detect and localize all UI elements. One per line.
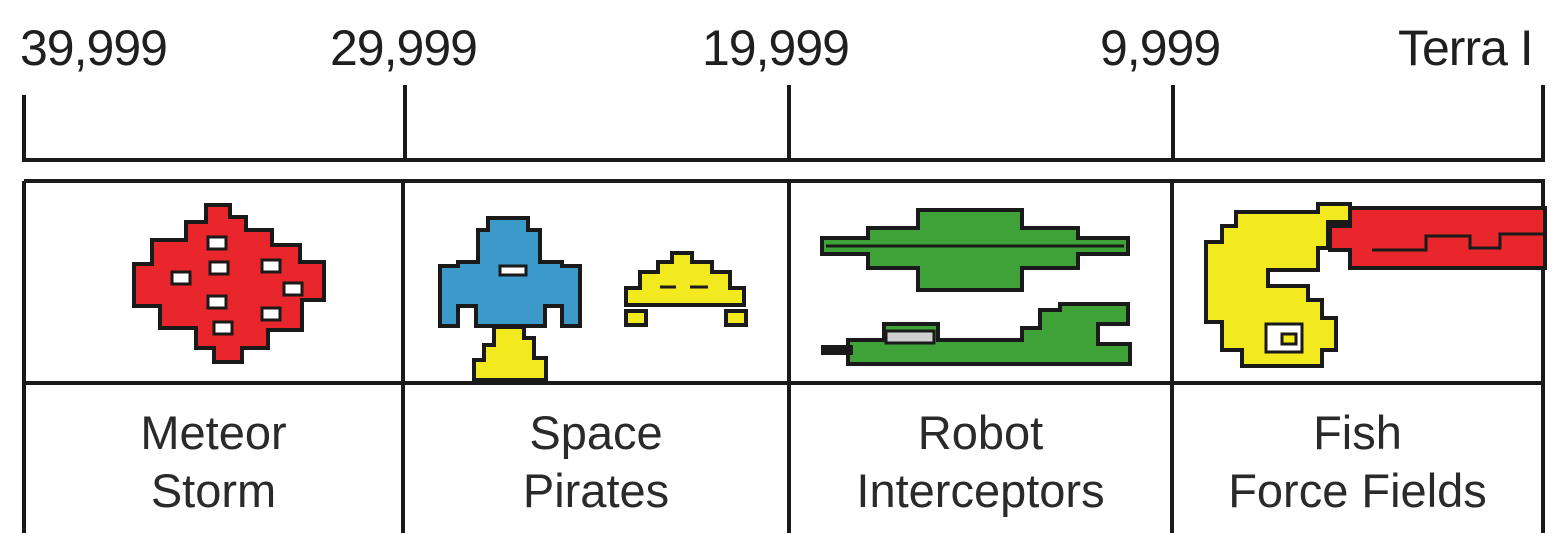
zone-label-line1: Space xyxy=(403,404,789,462)
zone-meteor-storm-label: Meteor Storm xyxy=(24,404,403,533)
space-pirate-ship-icon xyxy=(440,218,580,380)
zone-fish-force-fields-label: Fish Force Fields xyxy=(1172,404,1543,533)
robot-interceptor-icon xyxy=(822,304,1130,364)
zone-label-line1: Meteor xyxy=(24,404,403,462)
zone-label-line1: Robot xyxy=(789,404,1172,462)
meteor-icon xyxy=(134,205,324,362)
force-field-icon xyxy=(1330,208,1545,268)
space-pirate-saucer-icon xyxy=(626,253,746,325)
zone-label-line2: Force Fields xyxy=(1172,462,1543,520)
zone-label-line2: Interceptors xyxy=(789,462,1172,520)
zone-label-line1: Fish xyxy=(1172,404,1543,462)
robot-interceptor-icon xyxy=(822,210,1128,290)
zone-robot-interceptors-label: Robot Interceptors xyxy=(789,404,1172,533)
zone-space-pirates-label: Space Pirates xyxy=(403,404,789,533)
zone-label-line2: Pirates xyxy=(403,462,789,520)
zone-label-line2: Storm xyxy=(24,462,403,520)
